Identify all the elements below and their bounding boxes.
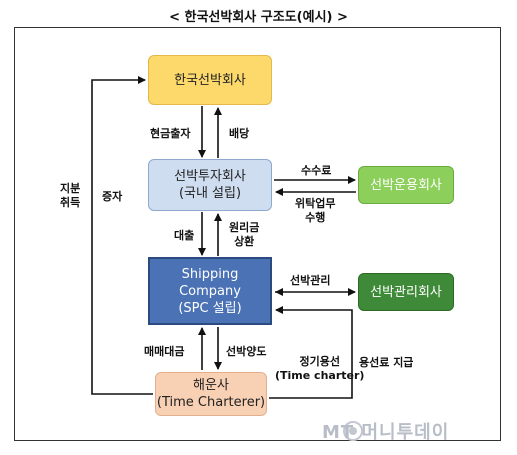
time-charterer-box: 해운사 (Time Charterer) xyxy=(155,372,267,416)
manager-label: 선박관리회사 xyxy=(370,284,442,300)
ship-transfer-label: 선박양도 xyxy=(226,345,267,358)
parent-company-box: 한국선박회사 xyxy=(148,55,272,105)
parent-company-label: 한국선박회사 xyxy=(174,72,246,88)
delegation-label-line1: 위탁업무 xyxy=(295,197,336,210)
spc-label-line1: Shipping Company xyxy=(179,266,241,299)
watermark: MT 머니투데이 xyxy=(322,418,449,444)
capital-increase-label: 증자 xyxy=(102,190,123,203)
operator-label: 선박운용회사 xyxy=(370,177,442,193)
repayment-label: 원리금 상환 xyxy=(229,221,259,249)
equity-label-line1: 지분 xyxy=(60,182,81,195)
repayment-label-line2: 상환 xyxy=(234,235,255,248)
cash-investment-label: 현금출자 xyxy=(150,127,191,140)
diagram-frame xyxy=(14,27,501,441)
ship-investment-company-box: 선박투자회사 (국내 설립) xyxy=(148,159,272,211)
charter-label: 정기용선 (Time charter) xyxy=(275,355,364,383)
ship-manager-box: 선박관리회사 xyxy=(358,273,454,311)
equity-label-line2: 취득 xyxy=(60,196,81,209)
dividend-label: 배당 xyxy=(229,127,250,140)
charterer-label-line1: 해운사 xyxy=(193,378,229,393)
investment-label-line1: 선박투자회사 xyxy=(174,169,246,184)
ship-management-label: 선박관리 xyxy=(290,274,331,287)
delegation-label-line2: 수행 xyxy=(305,211,326,224)
ship-operator-box: 선박운용회사 xyxy=(358,166,454,204)
equity-loop-arrow xyxy=(91,76,153,395)
charter-payment-label: 용선료 지급 xyxy=(359,356,414,369)
spc-box: Shipping Company (SPC 설립) xyxy=(148,257,272,325)
charter-payment-arrow xyxy=(269,306,353,399)
sale-price-label: 매매대금 xyxy=(144,345,185,358)
fee-label: 수수료 xyxy=(301,164,332,177)
watermark-text: MT 머니투데이 xyxy=(322,422,450,443)
investment-label-line2: (국내 설립) xyxy=(178,186,242,201)
watermark-logo-icon xyxy=(343,421,363,441)
delegation-label: 위탁업무 수행 xyxy=(295,197,335,225)
diagram-title: < 한국선박회사 구조도(예시) > xyxy=(169,10,348,25)
charter-label-line2: (Time charter) xyxy=(275,369,365,382)
charterer-label-line2: (Time Charterer) xyxy=(156,395,266,410)
charter-label-line1: 정기용선 xyxy=(299,355,340,368)
spc-label-line2: (SPC 설립) xyxy=(178,300,242,316)
loan-label: 대출 xyxy=(174,229,195,242)
equity-acquisition-label: 지분 취득 xyxy=(60,182,80,210)
repayment-label-line1: 원리금 xyxy=(229,221,260,234)
